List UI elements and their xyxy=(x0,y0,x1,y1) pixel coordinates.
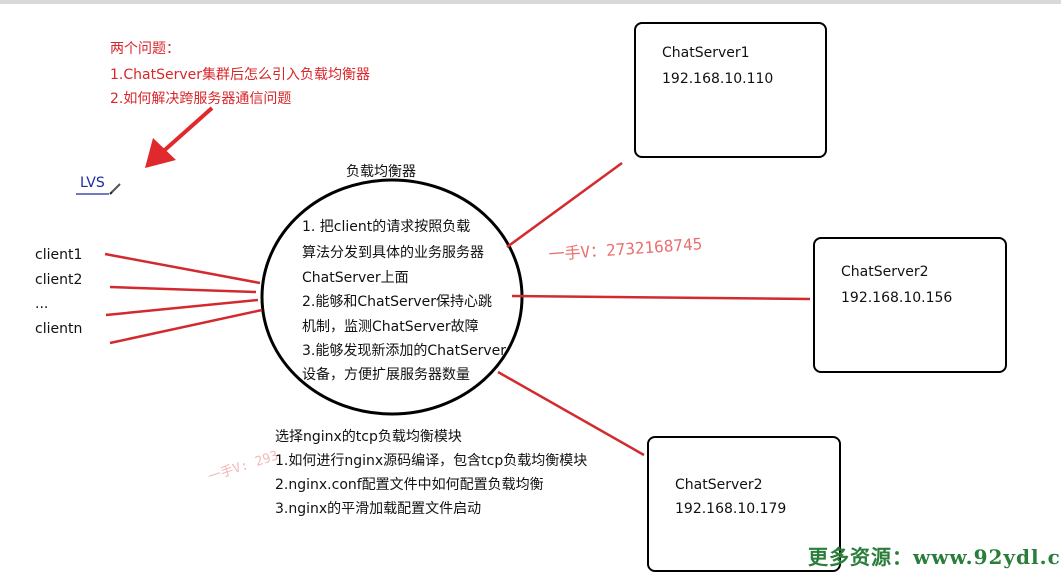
load-balancer-line: ChatServer上面 xyxy=(302,270,409,286)
resource-watermark: 更多资源：www.92ydl.c xyxy=(808,545,1061,569)
nginx-item: 1.如何进行nginx源码编译，包含tcp负载均衡模块 xyxy=(275,453,588,469)
server-name: ChatServer2 xyxy=(841,264,929,280)
client3-connection xyxy=(105,298,259,317)
client-label: client1 xyxy=(35,247,83,263)
client1-connection xyxy=(104,252,261,285)
problem-1: 1.ChatServer集群后怎么引入负载均衡器 xyxy=(110,67,370,83)
chatserver2-box: ChatServer2 192.168.10.156 xyxy=(813,237,1007,373)
clientn-connection xyxy=(109,308,263,345)
client-label: clientn xyxy=(35,321,83,337)
nginx-item: 3.nginx的平滑加载配置文件启动 xyxy=(275,501,482,517)
problems-title: 两个问题： xyxy=(110,41,180,57)
chatserver3-box: ChatServer2 192.168.10.179 xyxy=(647,436,841,572)
load-balancer-line: 1. 把client的请求按照负载 xyxy=(302,219,471,235)
server1-connection xyxy=(506,161,623,249)
server-ip: 192.168.10.179 xyxy=(675,501,787,517)
load-balancer-title: 负载均衡器 xyxy=(346,164,416,180)
server-name: ChatServer2 xyxy=(675,477,763,493)
client-label: ... xyxy=(35,296,49,312)
server-name: ChatServer1 xyxy=(662,45,750,61)
client2-connection xyxy=(109,285,257,294)
load-balancer-line: 3.能够发现新添加的ChatServer xyxy=(302,343,506,359)
annotation-arrow-shaft xyxy=(156,106,214,158)
load-balancer-line: 设备，方便扩展服务器数量 xyxy=(302,367,470,383)
load-balancer-line: 2.能够和ChatServer保持心跳 xyxy=(302,294,492,310)
client-label: client2 xyxy=(35,272,83,288)
server-ip: 192.168.10.156 xyxy=(841,290,953,306)
problem-2: 2.如何解决跨服务器通信问题 xyxy=(110,91,292,107)
nginx-title: 选择nginx的tcp负载均衡模块 xyxy=(275,429,462,445)
load-balancer-line: 算法分发到具体的业务服务器 xyxy=(302,245,484,261)
load-balancer-line: 机制，监测ChatServer故障 xyxy=(302,319,479,335)
lvs-label: LVS xyxy=(80,175,105,191)
server-ip: 192.168.10.110 xyxy=(662,71,774,87)
nginx-item: 2.nginx.conf配置文件中如何配置负载均衡 xyxy=(275,477,544,493)
chatserver1-box: ChatServer1 192.168.10.110 xyxy=(634,22,827,158)
top-border xyxy=(0,0,1061,4)
server2-connection xyxy=(511,294,811,301)
server3-connection xyxy=(497,370,645,457)
annotation-arrow-head xyxy=(145,138,176,168)
pencil-icon xyxy=(109,183,121,195)
